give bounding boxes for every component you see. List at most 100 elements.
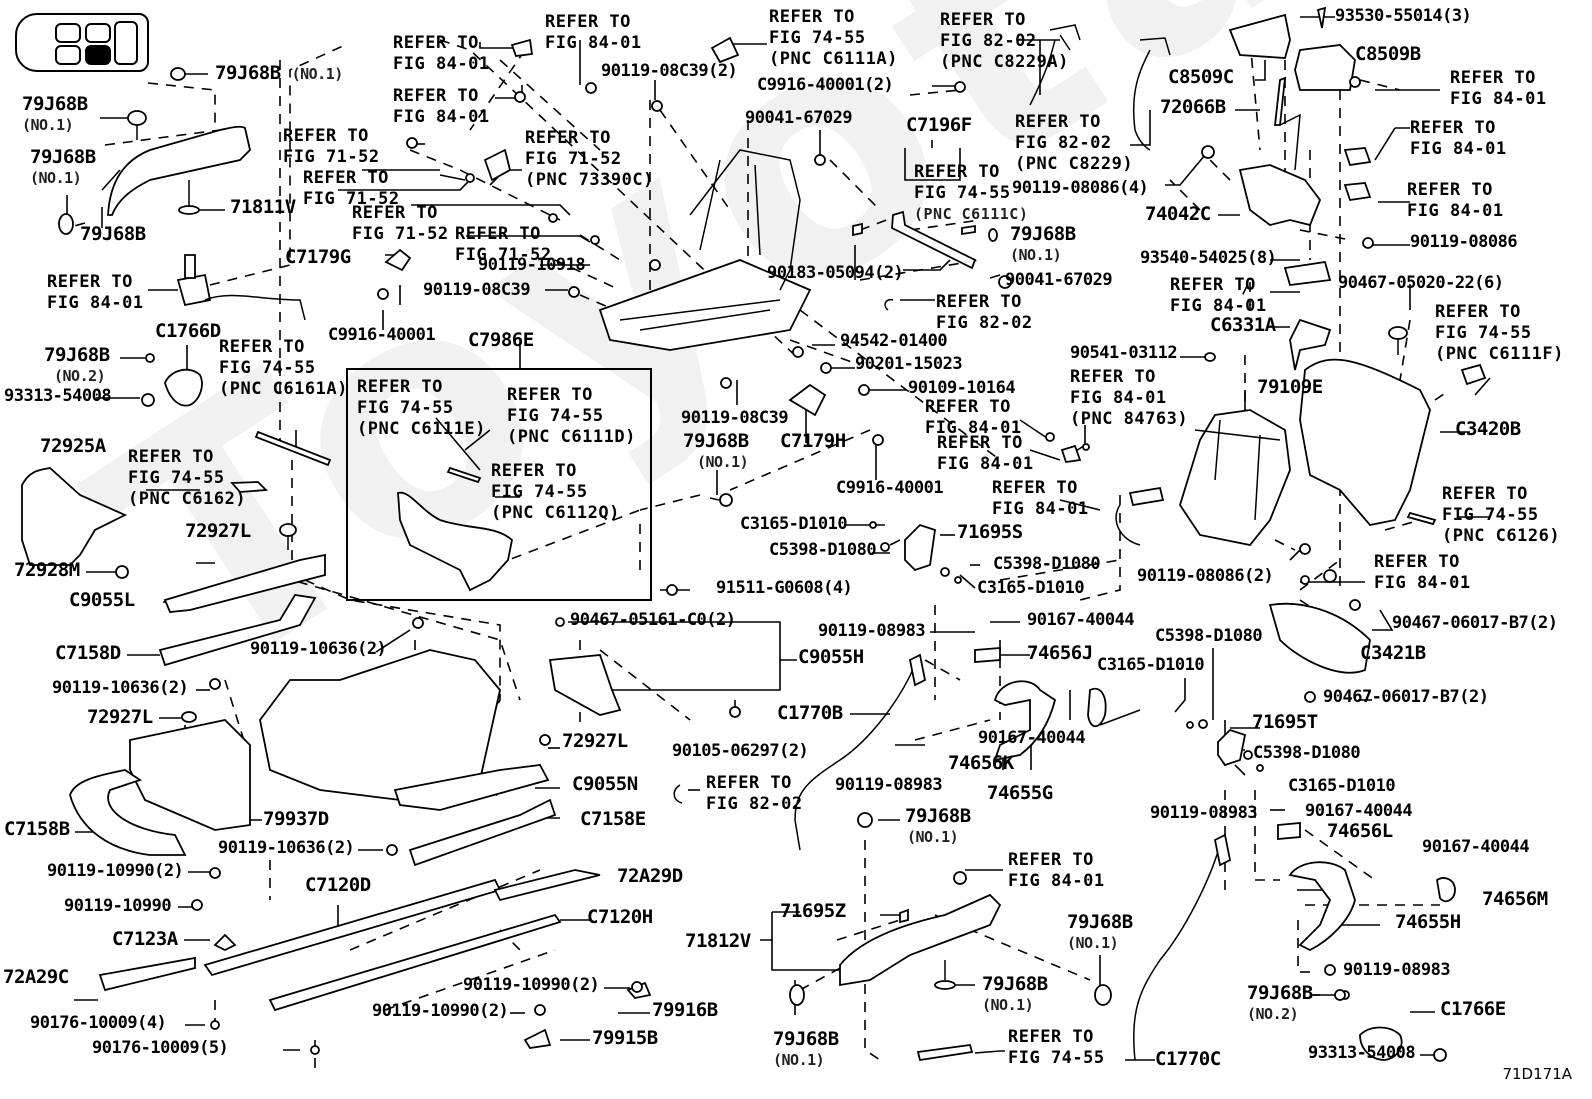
part-label[interactable]: 71695Z [780,900,846,922]
part-label[interactable]: C1770C [1155,1048,1221,1070]
part-label[interactable]: 90467-05020-22(6) [1338,273,1504,293]
part-label[interactable]: 93530-55014(3) [1335,6,1472,26]
part-label[interactable]: C9916-40001 [328,325,436,345]
part-label[interactable]: 90119-10918 [478,255,586,275]
part-label[interactable]: C5398-D1080 [993,554,1101,574]
part-label[interactable]: 79J68B(NO.1) [905,805,971,846]
refer-to-label[interactable]: REFER TO FIG 74-55(PNC C6111C) [914,162,1029,223]
part-label[interactable]: 93540-54025(8) [1140,248,1277,268]
part-label[interactable]: 79J68B(NO.1) [1010,223,1076,264]
part-label[interactable]: 90105-06297(2) [672,741,809,761]
part-label[interactable]: 90119-10636(2) [52,678,189,698]
refer-to-label[interactable]: REFER TO FIG 71-52 (PNC 73390C) [525,128,654,190]
part-label[interactable]: 90201-15023 [855,354,963,374]
part-label[interactable]: 74655H [1395,911,1461,933]
refer-to-label[interactable]: REFER TO FIG 71-52 [352,203,449,244]
part-label[interactable]: 90119-10990(2) [372,1001,509,1021]
part-label[interactable]: 90119-10636(2) [250,639,387,659]
refer-to-label[interactable]: REFER TO FIG 84-01 [393,33,490,74]
refer-to-label[interactable]: REFER TO FIG 74-55 (PNC C6111A) [769,7,898,69]
refer-to-label[interactable]: REFER TO FIG 71-52 [303,168,400,209]
refer-to-label[interactable]: REFER TO FIG 82-02 [706,773,803,814]
part-label[interactable]: C3421B [1360,642,1426,664]
part-label[interactable]: 79J68B (NO.1) [215,62,343,84]
part-label[interactable]: C8509C [1168,66,1234,88]
refer-to-label[interactable]: REFER TO FIG 74-55 (PNC C6111D) [507,385,636,447]
part-label[interactable]: 90119-08983 [818,621,926,641]
part-label[interactable]: 72927L [185,520,251,542]
part-label[interactable]: C7196F [906,114,972,136]
part-label[interactable]: 90467-06017-B7(2) [1323,687,1489,707]
part-label[interactable]: 71811V [230,196,296,218]
part-label[interactable]: 71695S [957,521,1023,543]
part-label[interactable]: C1766E [1440,998,1506,1020]
part-label[interactable]: C3420B [1455,418,1521,440]
part-label[interactable]: C7120D [305,874,371,896]
part-label[interactable]: 90176-10009(5) [92,1038,229,1058]
refer-to-label[interactable]: REFER TO FIG 74-55 (PNC C6126) [1442,484,1561,546]
part-label[interactable]: 79916B [652,999,718,1021]
part-label[interactable]: 90119-08086 [1410,232,1518,252]
refer-to-label[interactable]: REFER TO FIG 74-55 (PNC C6112Q) [491,461,620,523]
part-label[interactable]: 90119-08C39 [681,408,789,428]
part-label[interactable]: C7158D [55,642,121,664]
part-label[interactable]: 74656M [1482,888,1548,910]
part-label[interactable]: 90467-05161-C0(2) [570,610,736,630]
part-label[interactable]: 72927L [87,706,153,728]
part-label[interactable]: 90041-67029 [745,108,853,128]
refer-to-label[interactable]: REFER TO FIG 84-01 [992,478,1089,519]
refer-to-label[interactable]: REFER TO FIG 82-02 (PNC C8229A) [940,10,1069,72]
part-label[interactable]: 90167-40044 [1027,610,1135,630]
part-label[interactable]: C1770B [777,702,843,724]
refer-to-label[interactable]: REFER TO FIG 84-01 [1008,850,1105,891]
part-label[interactable]: 90541-03112 [1070,343,1178,363]
part-label[interactable]: 90119-08983 [1150,803,1258,823]
refer-to-label[interactable]: REFER TO FIG 84-01 (PNC 84763) [1070,367,1189,429]
part-label[interactable]: 79J68B(NO.1) [22,93,88,134]
part-label[interactable]: 72928M [14,559,80,581]
part-label[interactable]: 90119-08983 [1343,960,1451,980]
part-label[interactable]: 74042C [1145,203,1211,225]
part-label[interactable]: 79J68B(NO.1) [982,973,1048,1014]
part-label[interactable]: C3165-D1010 [1097,655,1205,675]
part-label[interactable]: 72066B [1160,96,1226,118]
part-label[interactable]: 74656J [1027,642,1093,664]
part-label[interactable]: 79J68B(NO.1) [30,146,96,187]
part-label[interactable]: C5398-D1080 [1253,743,1361,763]
refer-to-label[interactable]: REFER TO FIG 74-55 (PNC C6161A) [219,337,348,399]
part-label[interactable]: 90119-08983 [835,775,943,795]
part-label[interactable]: 90119-08086(2) [1137,566,1274,586]
part-label[interactable]: 79109E [1257,376,1323,398]
part-label[interactable]: 72927L [562,730,628,752]
refer-to-label[interactable]: REFER TO FIG 84-01 [545,12,642,53]
part-label[interactable]: 94542-01400 [840,331,948,351]
refer-to-label[interactable]: REFER TO FIG 84-01 [1407,180,1504,221]
part-label[interactable]: 90119-08C39 [423,280,531,300]
part-label[interactable]: 79J68B(NO.2) [44,344,110,385]
refer-to-label[interactable]: REFER TO FIG 84-01 [1410,118,1507,159]
part-label[interactable]: 91511-G0608(4) [716,578,853,598]
part-label[interactable]: 90467-06017-B7(2) [1392,613,1558,633]
part-label[interactable]: C1766D [155,320,221,342]
part-label[interactable]: 72A29C [3,966,69,988]
part-label[interactable]: 90167-40044 [978,728,1086,748]
refer-to-label[interactable]: REFER TO FIG 84-01 [1374,552,1471,593]
part-label[interactable]: C9916-40001 [836,478,944,498]
part-label[interactable]: C7179G [285,246,351,268]
part-label[interactable]: 90167-40044 [1422,837,1530,857]
part-label[interactable]: 90109-10164 [908,378,1016,398]
refer-to-label[interactable]: REFER TO FIG 74-55 (PNC C6111E) [357,377,486,439]
part-label[interactable]: 74656K [948,752,1014,774]
part-label[interactable]: 79J68B(NO.1) [773,1028,839,1069]
part-label[interactable]: 90041-67029 [1005,270,1113,290]
part-label[interactable]: C7120H [587,906,653,928]
refer-to-label[interactable]: REFER TO FIG 84-01 [925,397,1022,438]
part-label[interactable]: 72925A [40,435,106,457]
part-label[interactable]: 90119-08C39(2) [601,61,738,81]
refer-to-label[interactable]: REFER TO FIG 71-52 [455,224,552,265]
refer-to-label[interactable]: REFER TO FIG 74-55 (PNC C6162) [128,447,247,509]
refer-to-label[interactable]: REFER TO FIG 74-55 (PNC C6111F) [1435,302,1564,364]
part-label[interactable]: C3165-D1010 [977,578,1085,598]
refer-to-label[interactable]: REFER TO FIG 84-01 [937,433,1034,474]
part-label[interactable]: 79J68B(NO.1) [683,430,749,471]
